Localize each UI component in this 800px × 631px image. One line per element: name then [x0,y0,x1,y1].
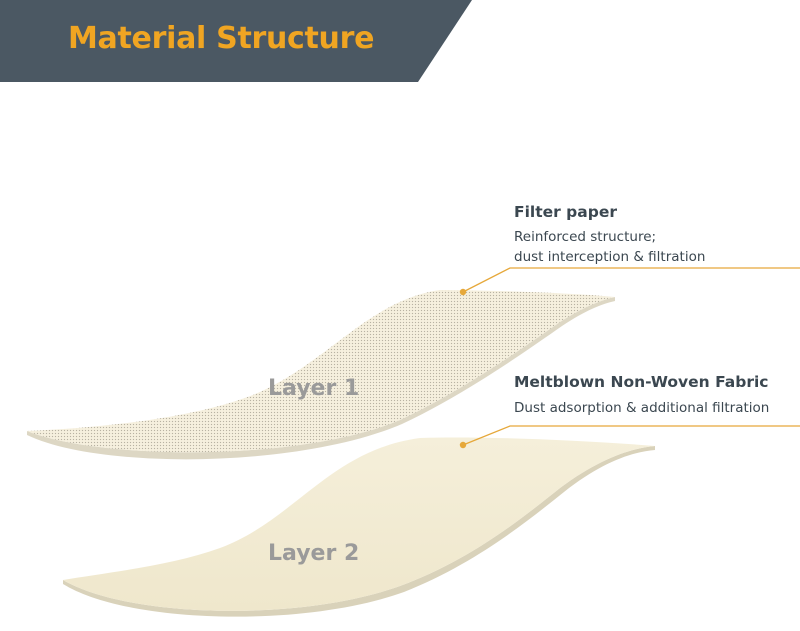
leader-line-layer-2 [459,425,800,449]
layer-1-description-line-1: Reinforced structure; [514,229,657,245]
layer-2-sheet [63,437,655,617]
page-title: Material Structure [68,21,375,56]
layer-1-sheet [27,290,615,460]
header-banner: Material Structure [0,0,472,82]
leader-dot-layer-2 [459,441,467,449]
layer-1-name: Filter paper [514,203,617,221]
layer-1-label: Layer 1 [268,376,360,401]
layer-2-description-line-1: Dust adsorption & additional filtration [514,400,770,416]
layer-2-label: Layer 2 [268,541,360,566]
layer-1-description-line-2: dust interception & filtration [514,249,706,265]
leader-line-layer-1 [459,267,800,296]
header-banner-shape [0,0,472,82]
leader-dot-layer-1 [459,288,467,296]
layer-2-name: Meltblown Non-Woven Fabric [514,373,769,391]
